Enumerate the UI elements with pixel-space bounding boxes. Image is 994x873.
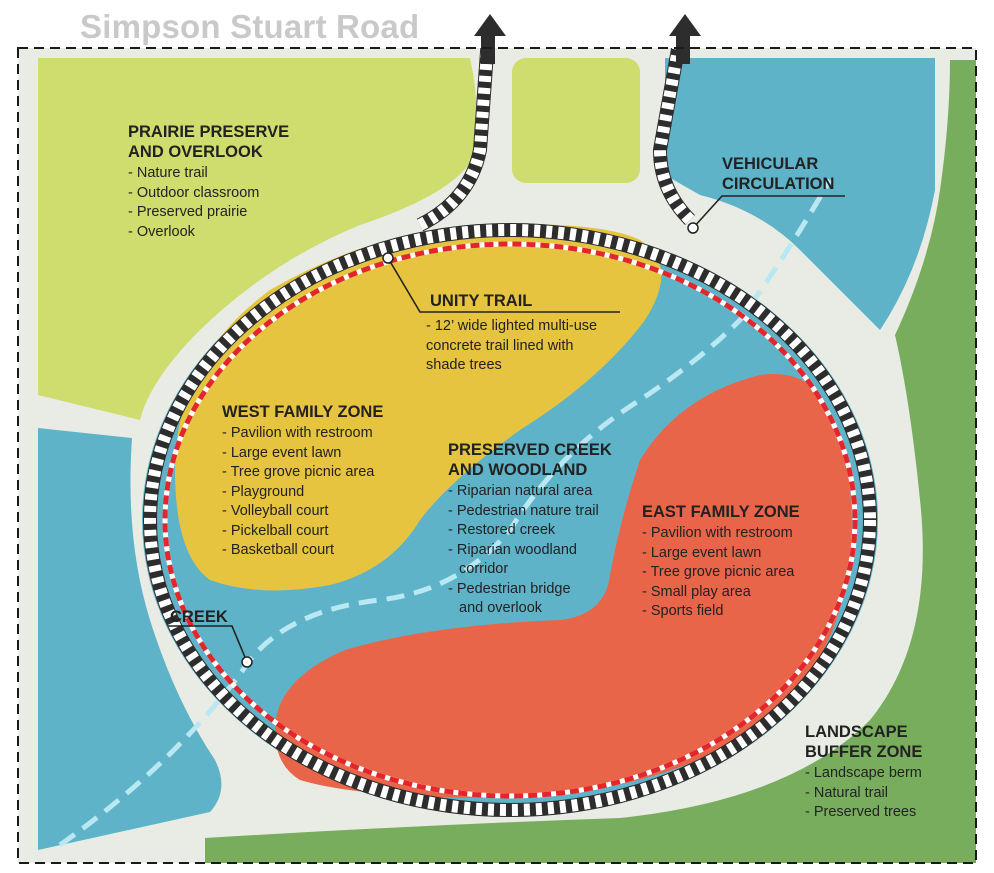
zone-item: Overlook: [128, 223, 289, 243]
zone-item: Basketball court: [222, 541, 383, 561]
callout-unity-trail-title: UNITY TRAIL: [430, 292, 533, 310]
zone-item: Nature trail: [128, 164, 289, 184]
zone-item: Pedestrian bridge: [448, 580, 612, 600]
road-label: Simpson Stuart Road: [80, 8, 420, 45]
callout-creek: CREEK: [170, 608, 228, 626]
callout-leaders: [168, 195, 845, 663]
zone-item: Sports field: [642, 602, 800, 622]
zone-item: Pavilion with restroom: [222, 424, 383, 444]
creek-line: [58, 178, 833, 848]
north-arrow-east-icon: [669, 14, 701, 36]
zone-item: Large event lawn: [222, 444, 383, 464]
north-arrow-west-icon: [474, 14, 506, 36]
callout-vehicular: VEHICULAR CIRCULATION: [722, 155, 835, 193]
zone-item-continued: corridor: [459, 561, 509, 577]
zone-item: Natural trail: [805, 784, 922, 804]
zone-item: Preserved trees: [805, 803, 922, 823]
zone-item-continued: and overlook: [459, 600, 543, 616]
zone-item: Playground: [222, 483, 383, 503]
zone-item: Pickelball court: [222, 522, 383, 542]
zone-item: Riparian woodland: [448, 541, 612, 561]
zone-item: Landscape berm: [805, 764, 922, 784]
unity-trail-ring-dash: [162, 241, 858, 799]
zone-item: Volleyball court: [222, 502, 383, 522]
zone-title: WEST FAMILY ZONE: [222, 403, 384, 421]
zone-title: EAST FAMILY ZONE: [642, 503, 800, 521]
vehicular-ring-dash: [144, 224, 876, 816]
zone-label-east: EAST FAMILY ZONE Pavilion with restroom …: [642, 502, 800, 622]
woodland-west: [38, 428, 222, 850]
zone-item: Tree grove picnic area: [222, 463, 383, 483]
zone-item: Small play area: [642, 583, 800, 603]
creek-marker: [241, 656, 253, 668]
zone-item: Large event lawn: [642, 544, 800, 564]
east-family-zone: [275, 374, 852, 798]
entry-road-west-dash: [417, 48, 494, 231]
vehicular-marker: [687, 222, 699, 234]
zone-item: Outdoor classroom: [128, 184, 289, 204]
zone-item: Tree grove picnic area: [642, 563, 800, 583]
callout-unity-trail-desc: - 12’ wide lighted multi-use concrete tr…: [426, 318, 598, 373]
unity-trail-marker: [382, 252, 394, 264]
zone-item: Restored creek: [448, 521, 612, 541]
entry-road-east: [652, 48, 696, 225]
zone-item: Riparian natural area: [448, 482, 612, 502]
woodland-northeast: [665, 58, 935, 330]
zone-item: Pedestrian nature trail: [448, 502, 612, 522]
zone-item: Pavilion with restroom: [642, 524, 800, 544]
prairie-block-center: [512, 58, 640, 183]
zone-item: Preserved prairie: [128, 203, 289, 223]
zone-label-west: WEST FAMILY ZONE Pavilion with restroom …: [222, 402, 383, 561]
property-boundary: [17, 47, 977, 864]
